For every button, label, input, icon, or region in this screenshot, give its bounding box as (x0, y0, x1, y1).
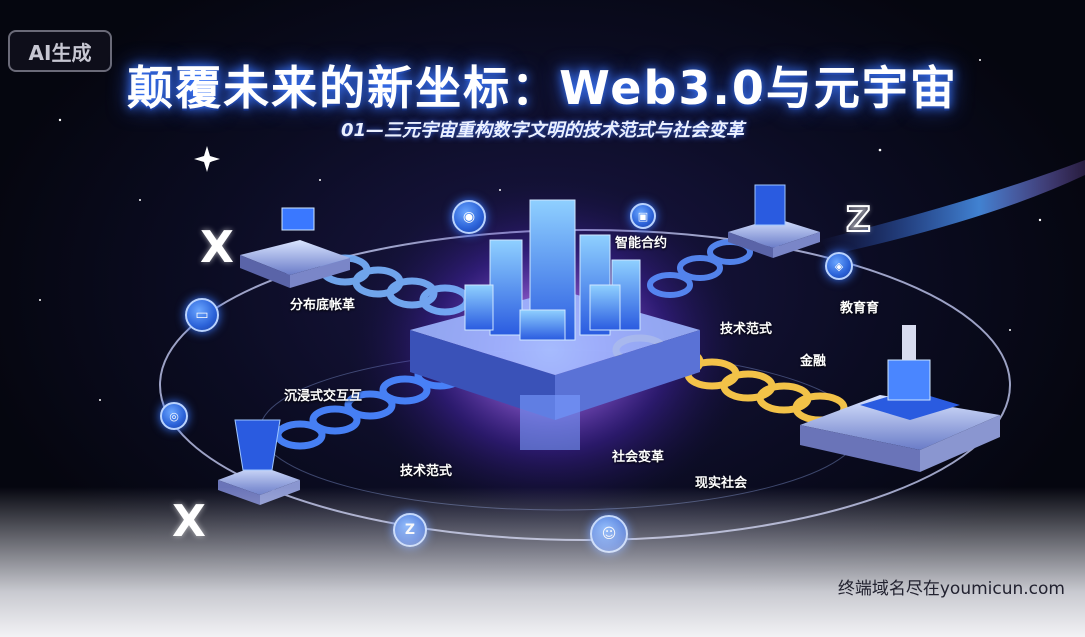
lock-icon: ◉ (452, 200, 486, 234)
x-left-icon: X (200, 222, 234, 273)
city-towers (464, 199, 641, 341)
x-bottom-icon: X (172, 496, 206, 547)
watermark: 终端域名尽在youmicun.com (837, 579, 1065, 599)
label-tech-paradigm-right: 技术范式 (720, 322, 773, 337)
label-real-society: 现实社会 (695, 476, 748, 491)
sparkle-star (194, 146, 220, 172)
chip-icon: ▣ (630, 203, 656, 229)
label-distributed-ledger: 分布底帐革 (290, 298, 356, 313)
top-right-node-platform (728, 184, 820, 258)
left-node-platform (240, 207, 350, 288)
label-smart-contract: 智能合约 (615, 236, 668, 251)
label-social-change: 社会变革 (612, 450, 665, 465)
z-right-icon: Z (845, 199, 872, 241)
page-title: 颠覆未来的新坐标：Web3.0与元宇宙 (127, 61, 958, 115)
label-education: 教育育 (840, 301, 880, 316)
right-node-platform (800, 325, 1000, 472)
coin-icon: ◎ (160, 402, 188, 430)
shield-icon: ◈ (825, 252, 853, 280)
bottom-fade (0, 487, 1085, 637)
page-subtitle: 01—三元宇宙重构数字文明的技术范式与社会变革 (340, 120, 745, 141)
label-tech-paradigm-bottom: 技术范式 (400, 464, 453, 479)
label-immersive: 沉浸式交互互 (284, 389, 363, 404)
light-swoosh (820, 160, 1085, 255)
label-finance: 金融 (800, 354, 827, 369)
ai-generated-badge: AI生成 (8, 30, 112, 72)
monitor-icon: ▭ (185, 298, 219, 332)
